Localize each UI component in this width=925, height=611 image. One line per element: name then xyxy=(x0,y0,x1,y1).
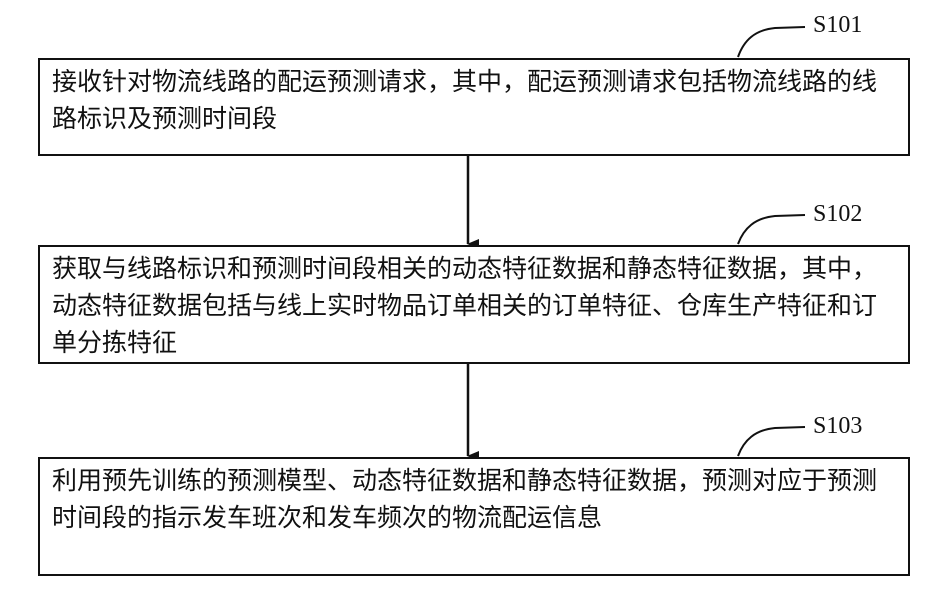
step-text-s101: 接收针对物流线路的配运预测请求，其中，配运预测请求包括物流线路的线路标识及预测时… xyxy=(52,63,898,137)
step-label-s101: S101 xyxy=(813,12,862,39)
step-text-s103: 利用预先训练的预测模型、动态特征数据和静态特征数据，预测对应于预测时间段的指示发… xyxy=(52,462,898,536)
step-box-s102: 获取与线路标识和预测时间段相关的动态特征数据和静态特征数据，其中，动态特征数据包… xyxy=(38,245,910,364)
step-box-s103: 利用预先训练的预测模型、动态特征数据和静态特征数据，预测对应于预测时间段的指示发… xyxy=(38,457,910,576)
step-box-s101: 接收针对物流线路的配运预测请求，其中，配运预测请求包括物流线路的线路标识及预测时… xyxy=(38,58,910,156)
step-text-s102: 获取与线路标识和预测时间段相关的动态特征数据和静态特征数据，其中，动态特征数据包… xyxy=(52,250,898,361)
step-label-s102: S102 xyxy=(813,201,862,228)
leader-curve-s102 xyxy=(738,215,805,244)
step-label-s103: S103 xyxy=(813,413,862,440)
leader-curve-s101 xyxy=(738,27,805,57)
leader-curve-s103 xyxy=(738,427,805,456)
